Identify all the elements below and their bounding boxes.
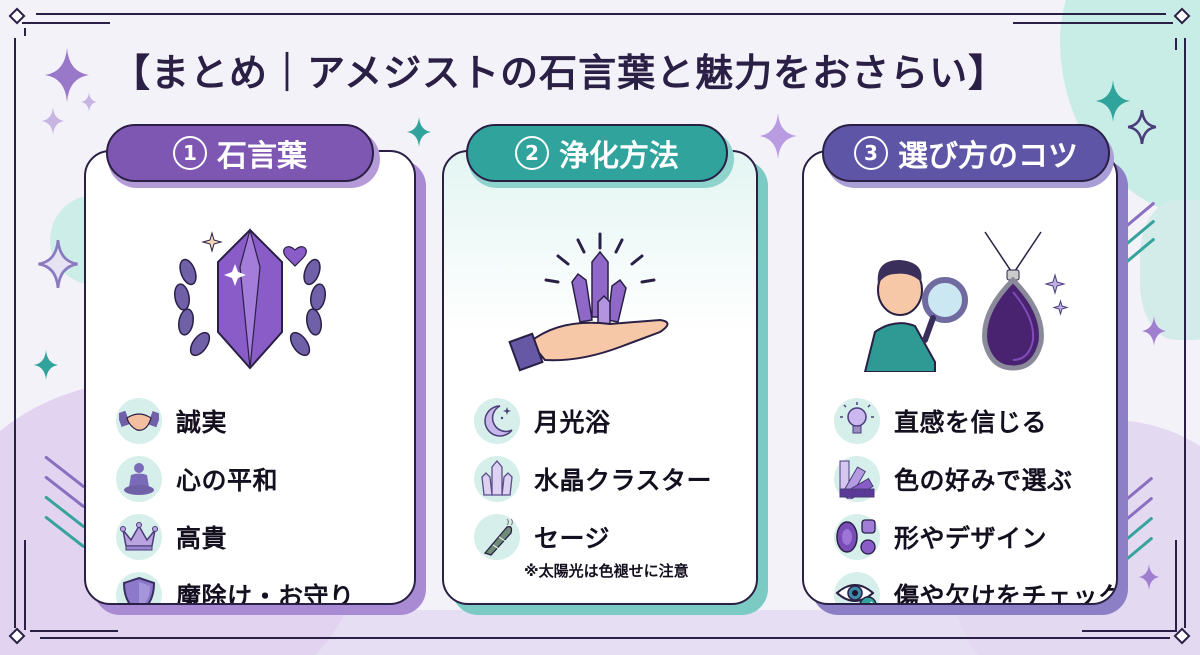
number-badge: 1 (173, 136, 207, 170)
card-heading-pill: 2 浄化方法 (466, 124, 728, 182)
list-item: 心の平和 (116, 450, 404, 508)
sparkle-icon (45, 48, 89, 102)
moon-icon (474, 398, 520, 444)
hand-crystal-illustration (444, 212, 756, 382)
list-item: 水晶クラスター (474, 450, 746, 508)
sparkle-outline-icon (1127, 110, 1157, 144)
sunlight-caution-note: ※太陽光は色褪せに注意 (524, 562, 689, 580)
card-selection-tips: 直感を信じる 色の好みで選ぶ 形やデザイン 傷や欠けをチェック (802, 124, 1128, 615)
list-item: 月光浴 (474, 392, 746, 450)
crown-icon (116, 514, 162, 560)
selection-tips-list: 直感を信じる 色の好みで選ぶ 形やデザイン 傷や欠けをチェック (834, 392, 1116, 603)
lightbulb-icon (834, 398, 880, 444)
stone-words-list: 誠実 心の平和 高貴 魔除け・お守り (116, 392, 404, 603)
list-item: 形やデザイン (834, 508, 1106, 566)
number-badge: 2 (515, 136, 549, 170)
sage-bundle-icon (474, 514, 520, 560)
sparkle-icon (80, 92, 98, 112)
handshake-icon (116, 398, 162, 444)
sparkle-icon (1138, 564, 1160, 590)
sparkle-icon (406, 117, 432, 147)
sparkle-icon (1095, 80, 1131, 122)
sparkle-icon (759, 113, 797, 159)
meditation-icon (116, 456, 162, 502)
eye-check-icon (834, 572, 880, 603)
card-stone-words: 誠実 心の平和 高貴 魔除け・お守り 1 (84, 124, 426, 615)
list-item: 直感を信じる (834, 392, 1106, 450)
cleansing-list: 月光浴 水晶クラスター セージ (474, 392, 746, 566)
gem-shapes-icon (834, 514, 880, 560)
card-body: 月光浴 水晶クラスター セージ ※太陽光は色褪せに注意 (442, 150, 758, 605)
crystal-cluster-icon (474, 456, 520, 502)
sparkle-icon (33, 350, 59, 380)
list-item: 高貴 (116, 508, 404, 566)
sparkle-icon (41, 107, 65, 135)
number-badge: 3 (854, 136, 888, 170)
list-item: 誠実 (116, 392, 404, 450)
list-item: 色の好みで選ぶ (834, 450, 1106, 508)
card-body: 直感を信じる 色の好みで選ぶ 形やデザイン 傷や欠けをチェック (802, 150, 1118, 605)
list-item: セージ (474, 508, 746, 566)
list-item: 魔除け・お守り (116, 566, 404, 603)
list-item: 傷や欠けをチェック (834, 566, 1116, 603)
card-body: 誠実 心の平和 高貴 魔除け・お守り (84, 150, 416, 605)
page-title: 【まとめ｜アメジストの石言葉と魅力をおさらい】 (112, 51, 1008, 95)
sparkle-icon (1141, 316, 1167, 346)
card-cleansing: 月光浴 水晶クラスター セージ ※太陽光は色褪せに注意 2 浄化方法 (442, 124, 768, 615)
shield-icon (116, 572, 162, 603)
sparkle-outline-icon (38, 240, 78, 288)
card-heading-pill: 3 選び方のコツ (822, 124, 1110, 182)
person-pendant-illustration (804, 212, 1116, 382)
card-heading-pill: 1 石言葉 (106, 124, 374, 182)
amethyst-crystal-illustration (86, 212, 414, 382)
color-swatch-icon (834, 456, 880, 502)
